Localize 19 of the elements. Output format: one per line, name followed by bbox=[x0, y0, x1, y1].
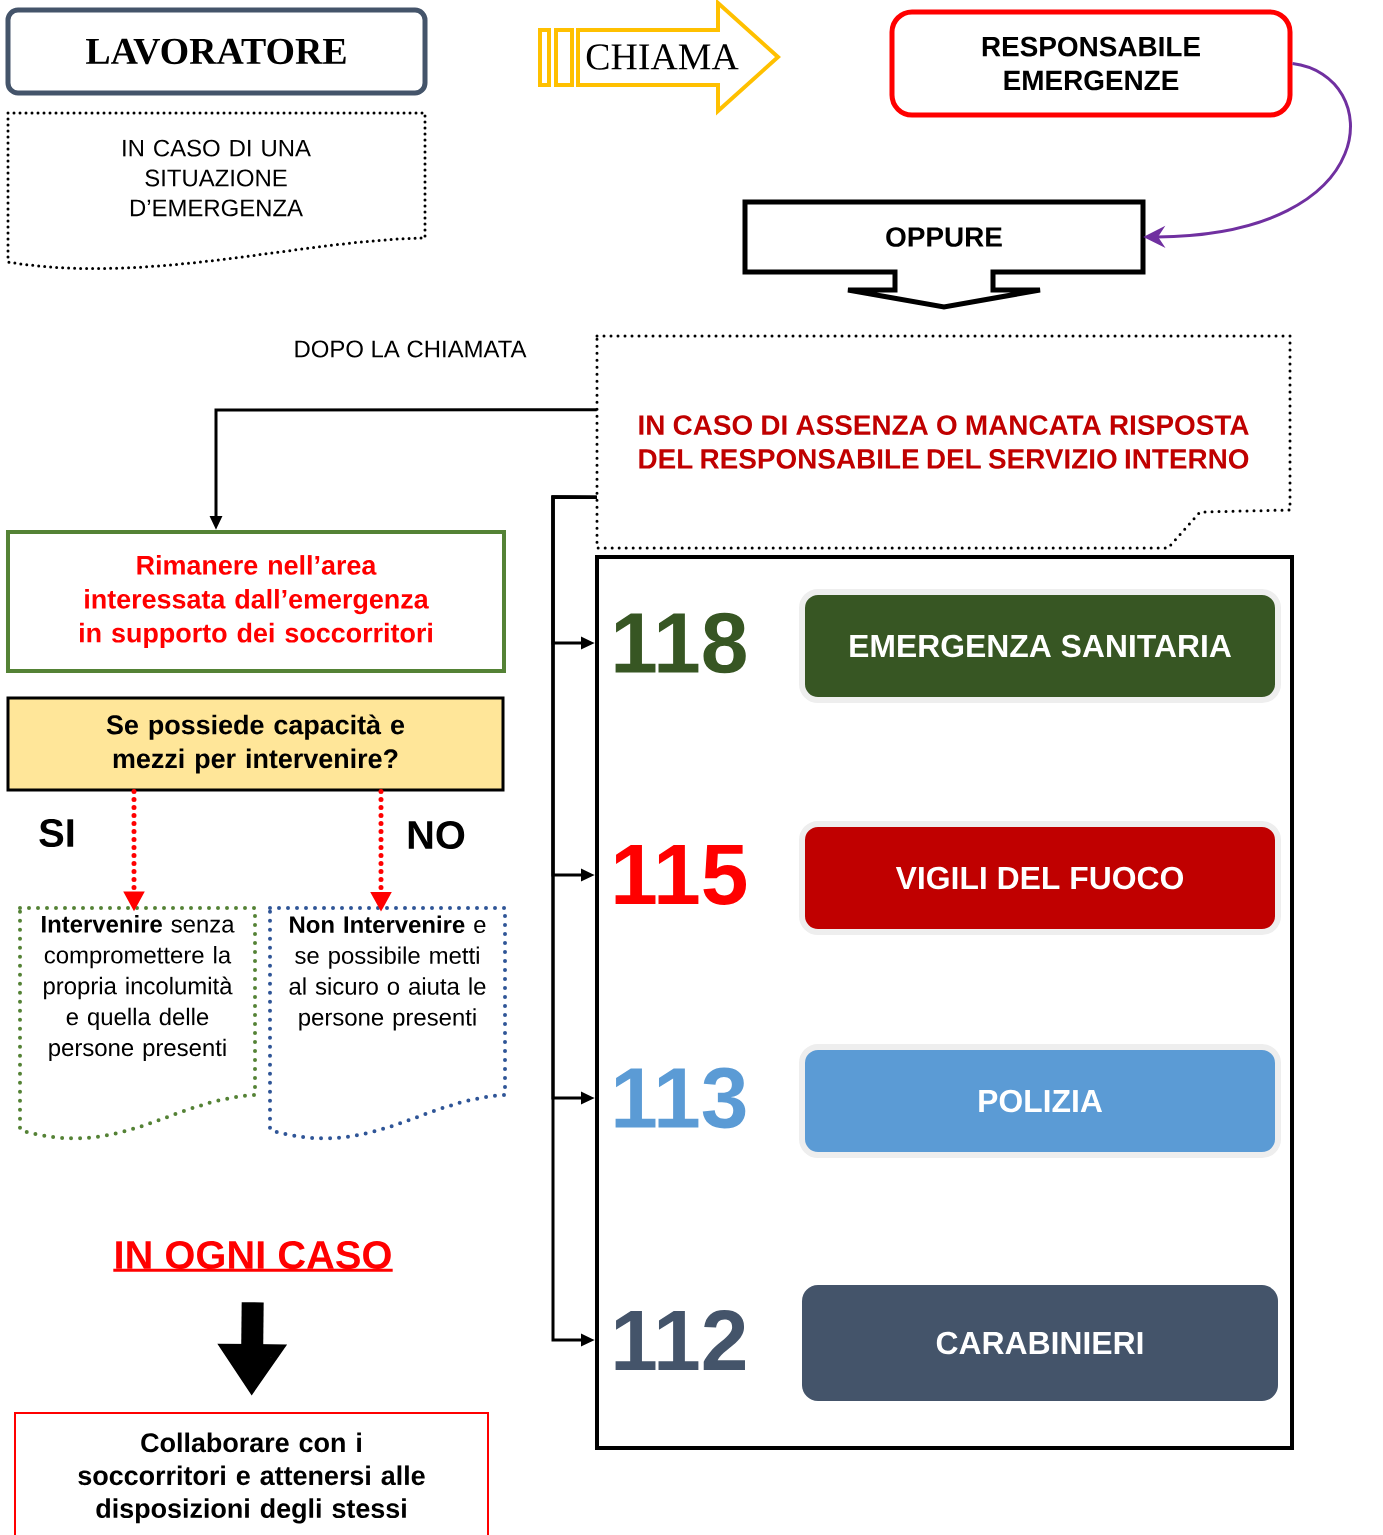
edge-label: NO bbox=[408, 820, 465, 850]
service-banner: CARABINIERI bbox=[802, 1285, 1278, 1401]
service-banner: VIGILI DEL FUOCO bbox=[799, 821, 1281, 935]
edge-label: SI bbox=[39, 818, 74, 848]
rounded-box: RESPONSABILE EMERGENZE bbox=[889, 9, 1293, 118]
phone-number: 115 bbox=[615, 845, 747, 905]
title-box: LAVORATORE bbox=[5, 7, 428, 96]
phone-number: 113 bbox=[615, 1067, 746, 1129]
panel-frame bbox=[595, 555, 1294, 1450]
phone-number: 112 bbox=[615, 1310, 745, 1370]
service-banner: EMERGENZA SANITARIA bbox=[799, 589, 1281, 703]
callout-box: IN CASO DI ASSENZA O MANCATA RISPOSTA DEL RESPONSABILE DEL SERVIZIO INTERNO bbox=[595, 334, 1292, 550]
decision-box: Se possiede capacità e mezzi per intervenire? bbox=[6, 696, 505, 792]
edge-label: DOPO LA CHIAMATA bbox=[295, 340, 527, 358]
phone-number: 118 bbox=[615, 612, 746, 674]
process-box: Collaborare con i soccorritori e attenersi alle disposizioni degli stessi bbox=[14, 1412, 489, 1535]
process-box: Rimanere nell’area interessata dall’emergenza in supporto dei soccorritori bbox=[6, 530, 506, 673]
heading: IN OGNI CASO bbox=[113, 1240, 393, 1272]
service-banner: POLIZIA bbox=[799, 1044, 1281, 1158]
